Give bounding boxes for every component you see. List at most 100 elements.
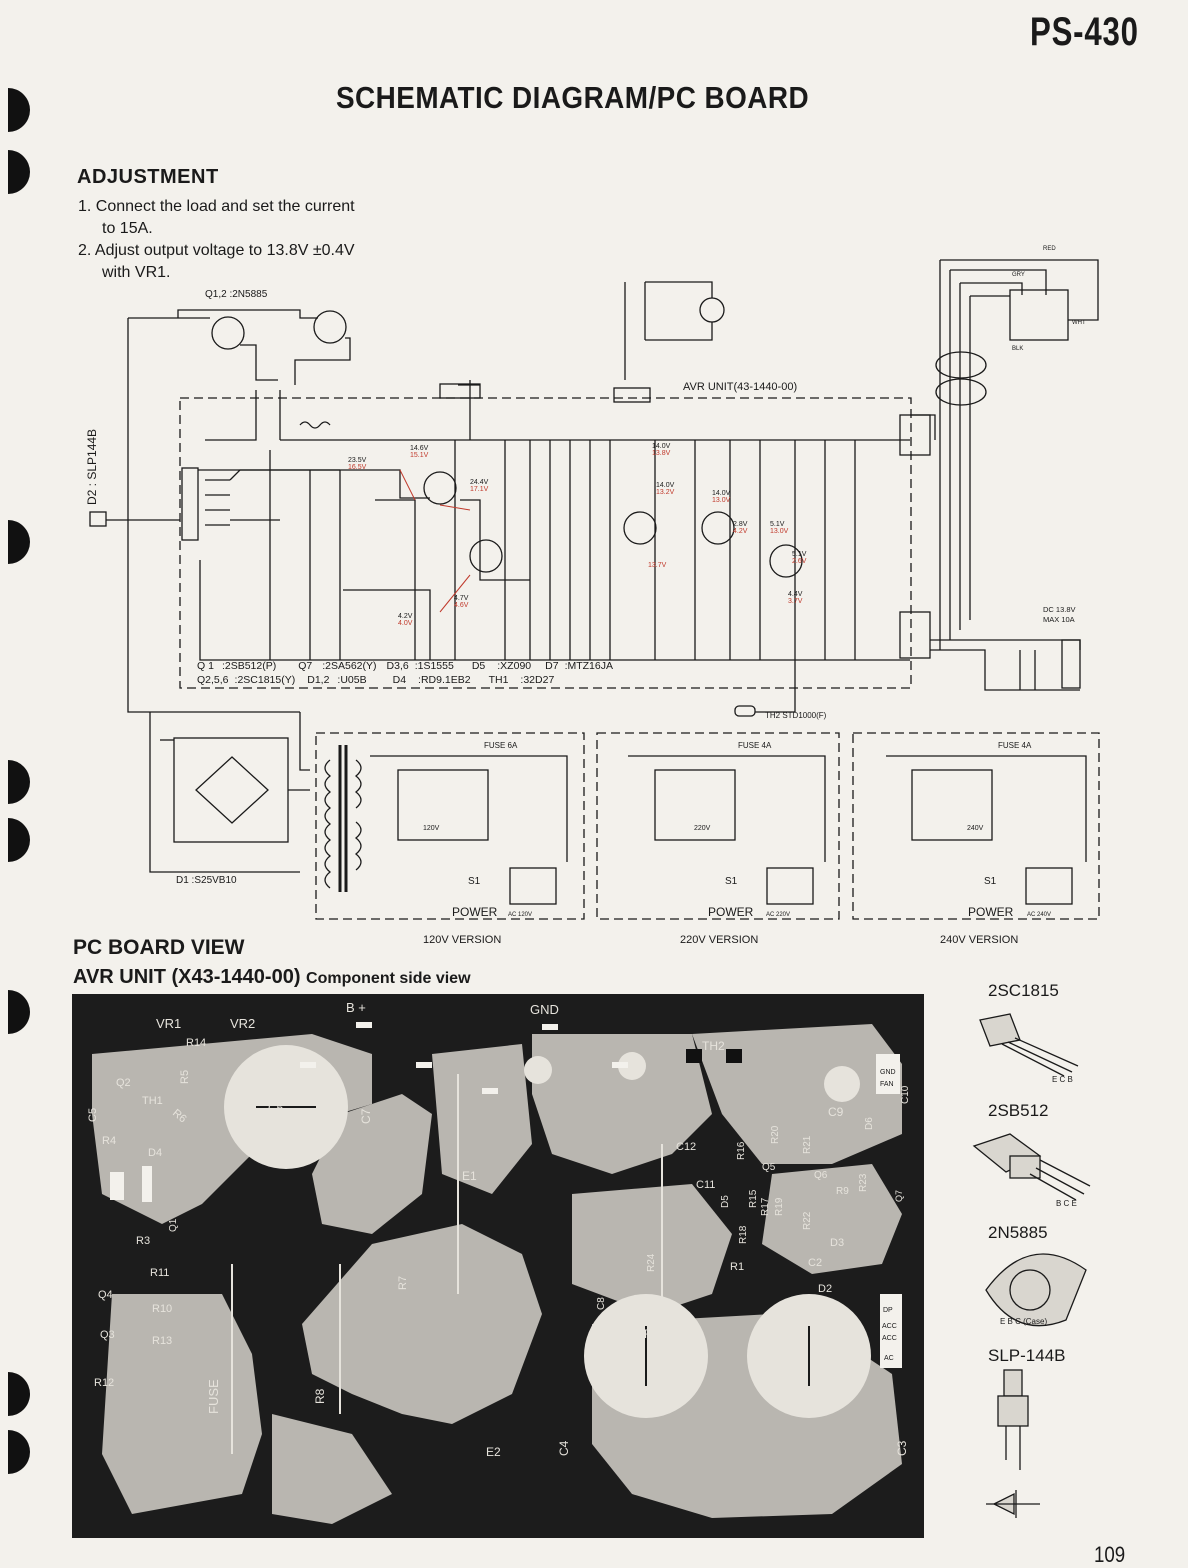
fuse-label-240: FUSE 4A [998, 741, 1032, 750]
fuse-label-220: FUSE 4A [738, 741, 772, 750]
voltage-label: 5.1V [770, 521, 785, 528]
model-number: PS-430 [1030, 10, 1139, 54]
voltage-label: 14.0V [712, 490, 731, 497]
output-connector [1009, 289, 1069, 341]
voltage-label: 4.0V [398, 620, 413, 627]
voltage-label: 24.4V [470, 479, 489, 486]
binder-hole [8, 818, 30, 862]
pcb-label: R5 [179, 1070, 191, 1084]
pcb-label: DP [883, 1307, 893, 1314]
pcb-label: D4 [148, 1147, 162, 1159]
setting-240: 240V [967, 825, 984, 832]
page-number: 109 [1094, 1542, 1126, 1567]
voltage-label: 4.6V [454, 602, 469, 609]
voltage-label: 14.0V [656, 482, 675, 489]
q12-type-label: Q1,2 :2N5885 [205, 289, 268, 300]
pcb-label: R22 [802, 1211, 813, 1230]
pcb-label: E1 [462, 1169, 477, 1183]
c9-capacitor [824, 1066, 860, 1102]
pcb-label: E2 [486, 1445, 501, 1459]
wire-color-blk: BLK [1012, 346, 1023, 352]
avr-unit-heading: AVR UNIT (X43-1440-00) Component side vi… [73, 966, 471, 989]
th2-pad [726, 1049, 742, 1063]
legend-pins: E C B [1052, 1075, 1073, 1084]
pcb-label: C9 [828, 1105, 844, 1119]
page-title: SCHEMATIC DIAGRAM/PC BOARD [336, 80, 810, 115]
legend-2sb512-label: 2SB512 [988, 1101, 1049, 1120]
legend-slp144b-label: SLP-144B [988, 1346, 1066, 1365]
s1-label: S1 [468, 876, 481, 887]
pcb-label: R4 [102, 1135, 116, 1147]
pcb-label: R15 [748, 1189, 759, 1208]
adjustment-step: 2. Adjust output voltage to 13.8V ±0.4V [78, 242, 355, 259]
pcb-label: R21 [802, 1135, 813, 1154]
q7-transistor [623, 511, 657, 545]
fan-motor [699, 297, 725, 323]
schematic-diagram: Q1,2 :2N5885 AVR UNIT(43-1440-00) Q 1:2S… [85, 246, 1100, 946]
version-240v-box [852, 732, 1100, 920]
wire-color-red: RED [1043, 246, 1056, 252]
version-220v-box [596, 732, 840, 920]
version-caption-120: 120V VERSION [423, 934, 501, 946]
setting-220: 220V [694, 825, 711, 832]
voltage-label: 13.0V [770, 528, 789, 535]
s1-label: S1 [984, 876, 997, 887]
version-caption-220: 220V VERSION [680, 934, 758, 946]
pcb-label: ACC [882, 1335, 897, 1342]
voltage-label: 13.7V [648, 562, 667, 569]
q1-transistor [211, 316, 245, 350]
pcb-label: C10 [900, 1085, 911, 1104]
power-label: POWER [968, 905, 1014, 919]
legend-2sc1815-label: 2SC1815 [988, 981, 1059, 1000]
pcb-label: R23 [858, 1173, 869, 1192]
voltage-label: 14.0V [652, 443, 671, 450]
pcb-label: C3 [895, 1440, 909, 1456]
voltage-label: 3.7V [788, 598, 803, 605]
voltage-label: 5.1V [792, 551, 807, 558]
d2-label: D2 : SLP144B [85, 429, 99, 505]
avr-unit-boundary [179, 397, 912, 689]
binder-hole [8, 150, 30, 194]
plug-label-240: AC 240V [1027, 912, 1051, 918]
pcb-label: R9 [836, 1186, 849, 1197]
adjustment-step: 1. Connect the load and set the current [78, 198, 355, 215]
legend-graphics: E C B B C E E B C (Case) [972, 1013, 1091, 1518]
pcb-label: Q3 [100, 1329, 115, 1341]
binder-hole [8, 520, 30, 564]
pcb-label: R10 [152, 1303, 172, 1315]
pcb-label: C12 [676, 1141, 696, 1153]
pcb-label: C2 [808, 1257, 822, 1269]
q2-driver-transistor [469, 539, 503, 573]
binder-hole [8, 760, 30, 804]
pcb-label: Q1 [168, 1218, 179, 1232]
pcb-label: Q7 [894, 1190, 904, 1202]
plug-label-120: AC 120V [508, 912, 532, 918]
pcb-label: ACC [882, 1323, 897, 1330]
pcb-label: R14 [186, 1037, 206, 1049]
pcb-label: R1 [730, 1261, 744, 1273]
q6-transistor [701, 511, 735, 545]
pc-board-view-heading: PC BOARD VIEW [73, 936, 245, 959]
voltage-label: 23.5V [348, 457, 367, 464]
pcb-copper-area [302, 1224, 542, 1424]
pcb-label: D3 [830, 1237, 844, 1249]
pcb-label: R18 [738, 1225, 749, 1244]
output-terminal [1061, 639, 1081, 689]
pcb-label: R3 [136, 1235, 150, 1247]
voltage-label: 14.6V [410, 445, 429, 452]
voltage-label: 13.2V [656, 489, 675, 496]
pcb-label: C8 [596, 1297, 607, 1310]
pcb-label: D1 [818, 1331, 832, 1343]
voltage-label: 4.4V [788, 591, 803, 598]
legend-pins: E B C (Case) [1000, 1317, 1047, 1326]
output-label: DC 13.8V MAX 10A [1043, 605, 1078, 624]
avr-unit-title: AVR UNIT (X43-1440-00) [73, 966, 301, 988]
voltage-label: 4.2V [733, 528, 748, 535]
pcb-label: R12 [94, 1377, 114, 1389]
legend-2n5885-label: 2N5885 [988, 1223, 1048, 1242]
pcb-label: TH2 [702, 1039, 725, 1053]
pcb-label: VR1 [156, 1016, 181, 1031]
power-label: POWER [452, 905, 498, 919]
pcb-label: FUSE [206, 1379, 221, 1414]
